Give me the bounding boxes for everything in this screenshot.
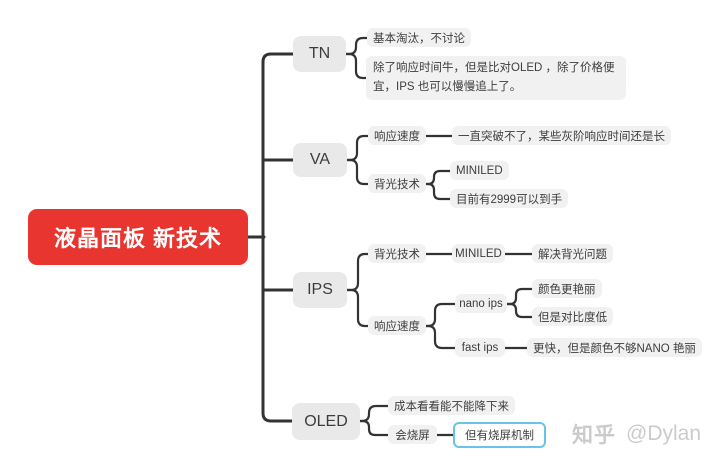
- watermark-zhihu-logo: 知乎: [572, 424, 616, 447]
- connector-va-price: [422, 182, 452, 201]
- connector-nano-con: [502, 302, 534, 319]
- ips-speed-label[interactable]: 响应速度: [368, 316, 426, 335]
- connector-va-backlight: [343, 158, 370, 186]
- connector-tn-note2: [342, 52, 368, 80]
- connector-ips-fast: [422, 324, 457, 350]
- ips-backlight-note[interactable]: 解决背光问题: [532, 244, 613, 263]
- root-node[interactable]: 液晶面板 新技术: [28, 209, 248, 265]
- va-speed-label[interactable]: 响应速度: [368, 126, 426, 145]
- connector-va-speed: [343, 134, 370, 162]
- connector-ips-nano: [422, 302, 457, 328]
- branch-tn[interactable]: TN: [293, 36, 346, 72]
- connector-va-miniled: [422, 169, 452, 186]
- connector-trunk: [261, 52, 295, 423]
- connector-oled-cost: [355, 404, 390, 423]
- watermark: 知乎 @Dylan: [572, 419, 701, 449]
- va-speed-note[interactable]: 一直突破不了，某些灰阶响应时间还是长: [452, 126, 671, 145]
- connector-ips-speed: [343, 288, 370, 328]
- ips-backlight-label[interactable]: 背光技术: [368, 244, 426, 263]
- ips-nano-pro-note[interactable]: 颜色更艳丽: [532, 279, 602, 298]
- branch-va[interactable]: VA: [293, 143, 347, 177]
- ips-fast-node[interactable]: fast ips: [455, 338, 505, 357]
- watermark-author: @Dylan: [626, 422, 702, 445]
- connector-tn-note1: [342, 36, 369, 56]
- tn-note-comparison[interactable]: 除了响应时间牛，但是比对OLED ，除了价格便宜，IPS 也可以慢慢追上了。: [366, 56, 626, 100]
- connector-nano-pro: [502, 287, 534, 306]
- connector-ips-backlight: [343, 252, 370, 292]
- va-miniled-node[interactable]: MINILED: [450, 161, 509, 180]
- oled-burn-label[interactable]: 会烧屏: [388, 425, 437, 444]
- ips-nano-node[interactable]: nano ips: [455, 294, 507, 313]
- ips-fast-note[interactable]: 更快，但是颜色不够NANO 艳丽: [527, 338, 702, 357]
- branch-ips[interactable]: IPS: [293, 272, 347, 308]
- connector-oled-burn: [355, 419, 390, 437]
- va-backlight-label[interactable]: 背光技术: [368, 174, 426, 193]
- branch-oled[interactable]: OLED: [292, 403, 360, 440]
- oled-burn-mechanism-note[interactable]: 但有烧屏机制: [453, 422, 546, 448]
- ips-nano-con-note[interactable]: 但是对比度低: [532, 307, 613, 326]
- ips-miniled-node[interactable]: MINILED: [452, 244, 505, 263]
- tn-note-obsolete[interactable]: 基本淘汰，不讨论: [367, 28, 471, 47]
- va-price-note[interactable]: 目前有2999可以到手: [450, 189, 569, 208]
- oled-cost-note[interactable]: 成本看看能不能降下来: [388, 396, 515, 415]
